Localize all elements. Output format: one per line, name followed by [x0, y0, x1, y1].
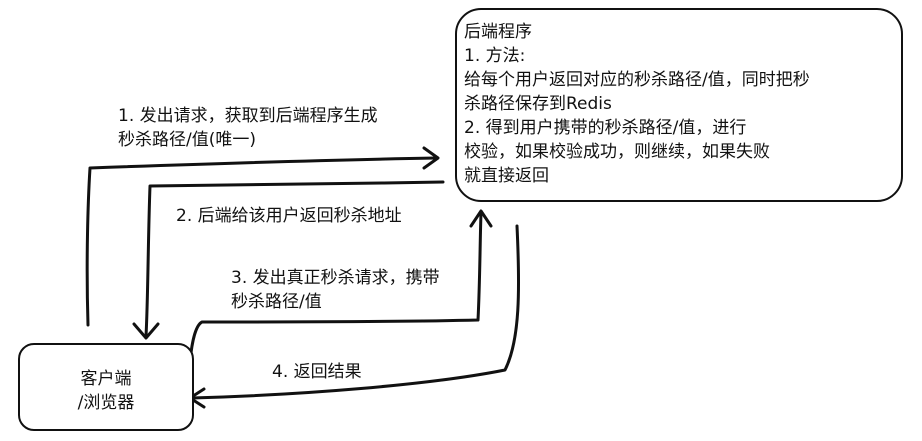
client-box: 客户端 /浏览器	[18, 343, 194, 431]
step3-line: 秒杀路径/值	[231, 292, 322, 312]
arrow-request-head	[422, 146, 440, 170]
step2-label: 2. 后端给该用户返回秒杀地址	[176, 206, 402, 226]
arrow-request-path	[85, 156, 438, 327]
step3-line: 3. 发出真正秒杀请求，携带	[231, 268, 440, 288]
arrow-result-path	[190, 224, 521, 400]
step1-line: 1. 发出请求，获取到后端程序生成	[118, 106, 378, 126]
client-label: /浏览器	[77, 393, 135, 413]
backend-line: 校验，如果校验成功，则继续，如果失败	[464, 142, 770, 162]
client-label: 客户端	[80, 369, 132, 389]
backend-title: 后端程序	[464, 22, 532, 42]
step1-line: 秒杀路径/值(唯一)	[118, 130, 256, 150]
backend-line: 给每个用户返回对应的秒杀路径/值，同时把秒	[464, 70, 810, 90]
backend-line: 2. 得到用户携带的秒杀路径/值，进行	[464, 118, 747, 138]
arrow-response-path	[144, 180, 445, 338]
backend-box: 后端程序 1. 方法: 给每个用户返回对应的秒杀路径/值，同时把秒 杀路径保存到…	[455, 8, 903, 202]
arrow-response-head	[132, 322, 160, 340]
step4-label: 4. 返回结果	[272, 362, 362, 382]
backend-line: 就直接返回	[464, 166, 549, 186]
step3-label: 3. 发出真正秒杀请求，携带 秒杀路径/值	[231, 266, 440, 314]
arrow-real-request-path	[188, 211, 483, 364]
arrow-real-request-head	[469, 209, 493, 228]
backend-line: 杀路径保存到Redis	[464, 94, 612, 114]
backend-line: 1. 方法:	[464, 46, 526, 66]
step1-label: 1. 发出请求，获取到后端程序生成 秒杀路径/值(唯一)	[118, 104, 378, 152]
